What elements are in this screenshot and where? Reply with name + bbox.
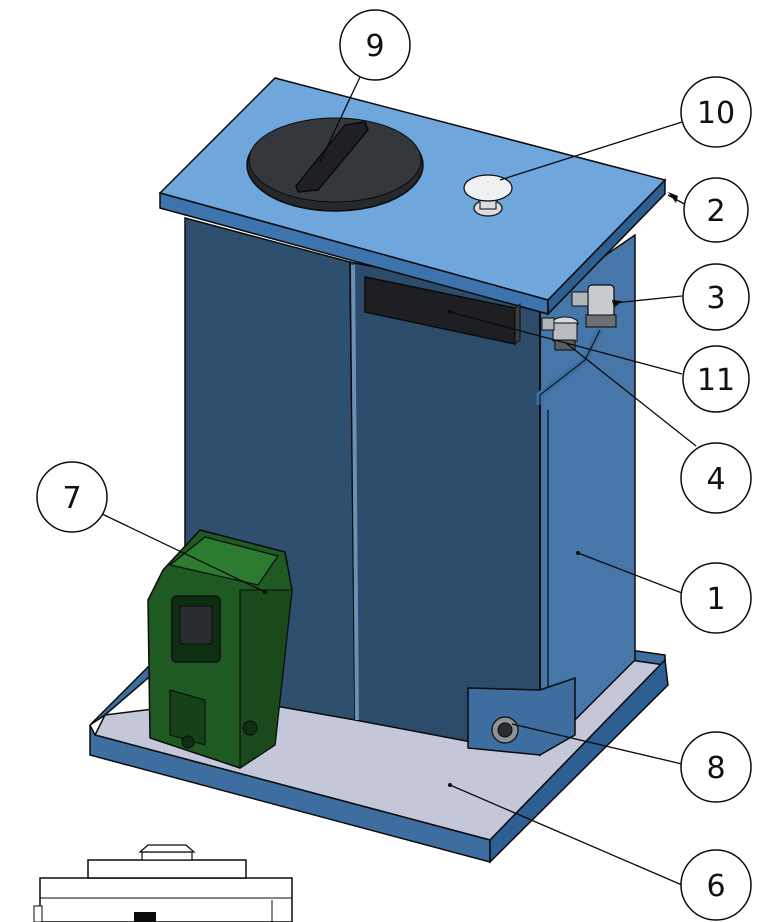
callout-9-label: 9	[365, 29, 384, 64]
inset-rim	[87, 859, 247, 879]
callout-4-label: 4	[706, 462, 725, 497]
drain-fitting-inner	[497, 722, 513, 738]
callout-1-label: 1	[706, 582, 725, 617]
pipe-fittings	[536, 284, 617, 405]
pump-unit	[147, 529, 293, 769]
callout-3-label: 3	[706, 281, 725, 316]
top-view-inset	[33, 844, 293, 922]
leader-9	[319, 76, 361, 163]
callout-11-label: 11	[697, 363, 735, 398]
leader-7	[99, 512, 266, 593]
inset-left-lip	[33, 905, 43, 922]
fitting-3-body	[587, 284, 615, 318]
pump-port	[181, 735, 195, 749]
callout-6: 6	[680, 849, 752, 921]
callout-11: 11	[682, 345, 750, 413]
pump-side-port	[242, 720, 258, 736]
leader-1	[577, 552, 683, 594]
fitting-4-side	[541, 317, 555, 331]
callout-7-label: 7	[62, 481, 81, 516]
callout-9: 9	[339, 9, 411, 81]
leader-tip-11	[448, 310, 452, 314]
lid-handle	[295, 121, 369, 193]
tank-seam-left	[351, 264, 359, 721]
leader-tips	[263, 192, 678, 787]
callout-2: 2	[683, 177, 749, 243]
callout-6-label: 6	[706, 869, 725, 904]
drain-outlet	[467, 676, 576, 756]
callout-4: 4	[680, 442, 752, 514]
inset-cap-base	[141, 851, 193, 861]
leader-3	[613, 295, 683, 304]
callout-3: 3	[682, 263, 750, 331]
cap-top	[463, 174, 513, 202]
leader-10	[499, 121, 683, 181]
drain-bracket	[467, 676, 576, 756]
callout-8-label: 8	[706, 751, 725, 786]
leader-tip-1	[576, 551, 580, 555]
filling-lid	[246, 117, 424, 212]
breather-cap	[463, 174, 513, 217]
callout-7: 7	[36, 461, 108, 533]
pump-recess	[169, 689, 206, 746]
leader-tip-6	[448, 783, 452, 787]
callouts: 9 10 2 3 11 4 7 1	[36, 9, 752, 921]
inset-body	[39, 877, 293, 922]
leader-tip-3	[612, 300, 622, 308]
leader-tip-2	[668, 192, 678, 203]
leader-tip-7	[263, 590, 267, 594]
tray-side-rim	[489, 658, 669, 864]
fitting-3-nut	[585, 314, 617, 328]
callout-8: 8	[680, 731, 752, 803]
callout-2-label: 2	[706, 194, 725, 229]
callout-10: 10	[680, 76, 752, 148]
inset-slot	[134, 912, 156, 922]
leader-8	[511, 723, 683, 765]
level-sensor-housing	[364, 276, 521, 346]
pipe-outline	[539, 329, 601, 405]
leader-4	[565, 342, 697, 447]
top-plate-side-edge	[547, 178, 666, 316]
callout-10-label: 10	[697, 96, 735, 131]
sensor-side	[514, 302, 521, 346]
tank-body	[184, 217, 636, 757]
callout-1: 1	[680, 562, 752, 634]
leader-6	[449, 784, 683, 886]
fitting-3-side	[571, 291, 589, 307]
pump-top-panel	[168, 536, 279, 586]
pump-display-inner	[179, 605, 213, 645]
fitting-4-body	[552, 322, 578, 342]
leader-lines	[99, 76, 697, 886]
inset-cap-top	[138, 844, 196, 853]
